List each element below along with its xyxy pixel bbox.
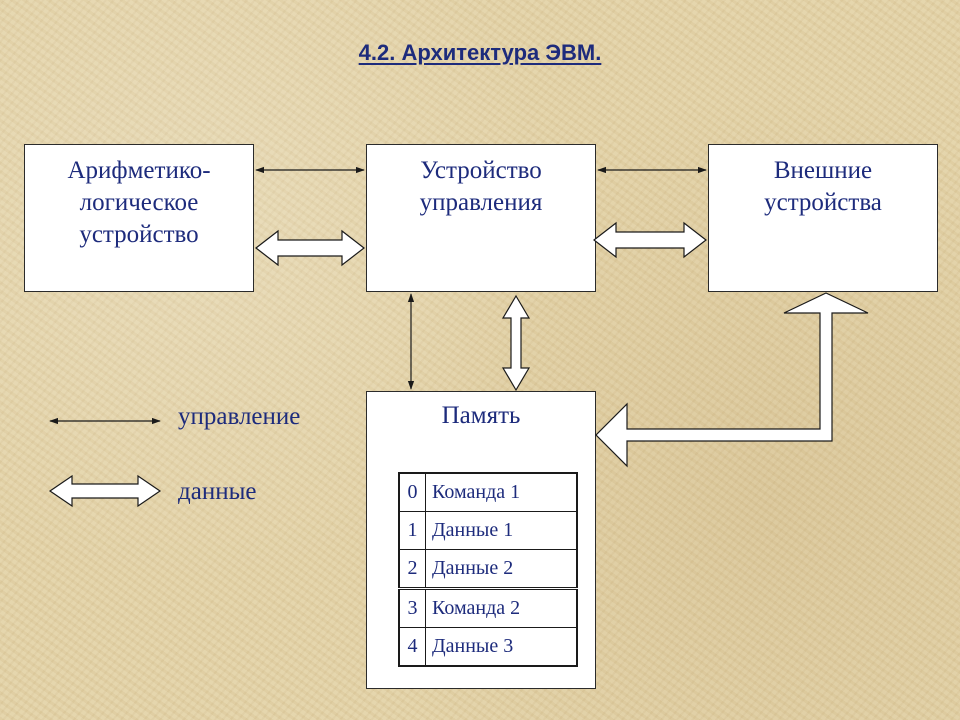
data-arrow-alu-cu	[255, 229, 365, 267]
memory-content: Команда 2	[425, 587, 578, 628]
alu-label: Арифметико- логическое устройство	[67, 157, 211, 248]
memory-address: 3	[398, 587, 426, 628]
alu-block: Арифметико- логическое устройство	[24, 144, 254, 292]
legend-data-label: данные	[178, 478, 257, 505]
memory-row: 4 Данные 3	[398, 627, 578, 667]
memory-content: Данные 2	[425, 549, 578, 589]
memory-row: 0 Команда 1	[398, 472, 578, 512]
control-unit-label: Устройство управления	[419, 157, 543, 216]
data-arrow-cu-memory	[501, 294, 531, 392]
data-arrow-external-memory	[595, 292, 869, 468]
external-devices-block: Внешние устройства	[708, 144, 938, 292]
page-title: 4.2. Архитектура ЭВМ.	[358, 40, 602, 65]
memory-address: 2	[398, 549, 426, 589]
legend-control-label: управление	[178, 403, 301, 430]
memory-row: 3 Команда 2	[398, 587, 578, 628]
memory-label: Память	[441, 402, 521, 429]
memory-content: Данные 3	[425, 627, 578, 667]
memory-content: Команда 1	[425, 472, 578, 512]
external-devices-label: Внешние устройства	[764, 157, 882, 216]
memory-row: 2 Данные 2	[398, 549, 578, 589]
memory-table: 0 Команда 1 1 Данные 1 2 Данные 2 3 Кома…	[398, 472, 578, 667]
data-arrow-cu-external	[593, 221, 707, 259]
control-unit-block: Устройство управления	[366, 144, 596, 292]
legend-data-arrow	[48, 474, 162, 508]
